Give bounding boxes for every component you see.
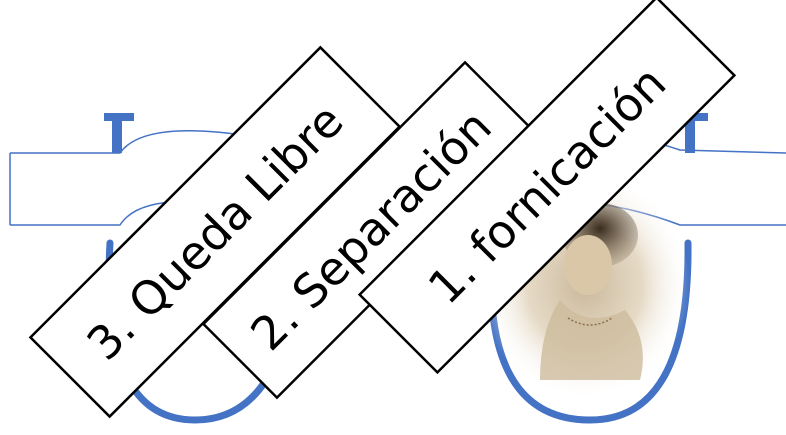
t-post-left — [104, 113, 134, 153]
